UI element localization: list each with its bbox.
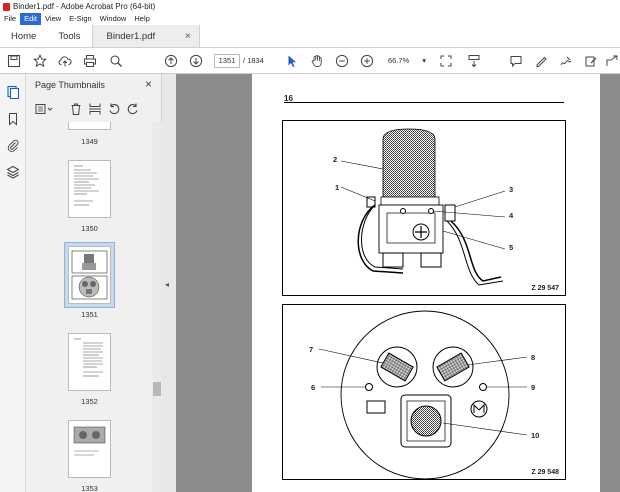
chevron-down-icon: ▾ xyxy=(422,56,426,65)
insert-page-icon[interactable] xyxy=(87,101,103,117)
window-title: Binder1.pdf - Adobe Acrobat Pro (64-bit) xyxy=(13,2,156,11)
collapse-panel-icon[interactable]: ◂ xyxy=(165,280,170,289)
left-navigation-rail xyxy=(0,74,26,492)
tab-home[interactable]: Home xyxy=(11,30,37,42)
document-page-number: 16 xyxy=(284,94,293,103)
callout-1: 1 xyxy=(335,183,340,192)
tab-close-icon[interactable]: × xyxy=(184,30,191,42)
figure-id-label: Z 29 547 xyxy=(531,285,559,292)
thumbnail-page-selected[interactable] xyxy=(68,246,111,304)
save-icon[interactable] xyxy=(6,53,22,69)
thumbnail-label: 1351 xyxy=(81,310,98,319)
fill-and-sign-icon[interactable] xyxy=(583,53,599,69)
zoom-level-value: 66.7% xyxy=(388,56,410,65)
acrobat-app-icon xyxy=(3,2,10,11)
callout-7: 7 xyxy=(309,345,314,354)
valve-top-view-drawing xyxy=(318,310,528,480)
callout-6: 6 xyxy=(311,383,316,392)
main-toolbar: 1351 / 1834 66.7% ▾ xyxy=(0,48,620,74)
menu-esign[interactable]: E-Sign xyxy=(69,14,92,23)
menu-help[interactable]: Help xyxy=(134,14,150,23)
tab-tools[interactable]: Tools xyxy=(58,30,81,42)
thumbnail-page[interactable] xyxy=(68,122,111,130)
thumbnail-label: 1350 xyxy=(81,224,98,233)
document-viewer[interactable]: 16 xyxy=(176,74,620,492)
cloud-upload-icon[interactable] xyxy=(57,53,73,69)
callout-4: 4 xyxy=(509,211,514,220)
callout-3: 3 xyxy=(509,185,514,194)
thumbnail-text-preview xyxy=(74,165,99,206)
sign-icon[interactable] xyxy=(558,53,574,69)
delete-page-icon[interactable] xyxy=(68,101,84,117)
layers-icon[interactable] xyxy=(5,164,21,180)
page-thumbnails-icon[interactable] xyxy=(5,84,21,100)
callout-8: 8 xyxy=(531,353,536,362)
thumbnail-figure-preview xyxy=(71,250,108,300)
highlight-pen-icon[interactable] xyxy=(533,53,549,69)
figure-top: 1 2 3 4 5 Z 29 547 xyxy=(282,120,566,296)
callout-5: 5 xyxy=(509,243,514,252)
thumbnail-options-icon[interactable] xyxy=(35,101,55,117)
menu-bar: File Edit View E-Sign Window Help xyxy=(0,13,620,25)
page-number-input[interactable]: 1351 xyxy=(214,54,240,68)
callout-9: 9 xyxy=(531,383,536,392)
search-icon[interactable] xyxy=(108,53,124,69)
menu-edit[interactable]: Edit xyxy=(20,13,42,25)
thumbnail-label: 1352 xyxy=(81,397,98,406)
tab-bar: Home Tools Binder1.pdf × xyxy=(0,25,620,48)
hand-tool-icon[interactable] xyxy=(309,53,325,69)
zoom-level-select[interactable]: 66.7% ▾ xyxy=(385,54,429,68)
menu-file[interactable]: File xyxy=(4,14,17,23)
zoom-in-icon[interactable] xyxy=(359,53,375,69)
panel-toolbar xyxy=(26,100,162,118)
thumbnail-figure-preview xyxy=(73,426,106,456)
thumbnail-label: 1349 xyxy=(81,137,98,146)
thumbnail-page[interactable] xyxy=(68,420,111,478)
scrollbar-thumb[interactable] xyxy=(153,382,161,396)
page-total: / 1834 xyxy=(243,56,264,65)
thumbnail-scrollbar[interactable] xyxy=(152,122,162,492)
callout-2: 2 xyxy=(333,155,338,164)
bookmark-icon[interactable] xyxy=(5,111,21,127)
menu-view[interactable]: View xyxy=(45,14,62,23)
panel-title: Page Thumbnails xyxy=(35,80,105,90)
attachment-icon[interactable] xyxy=(5,137,21,153)
rotate-left-icon[interactable] xyxy=(106,101,122,117)
thumbnail-label: 1353 xyxy=(81,484,98,492)
select-cursor-icon[interactable] xyxy=(284,53,300,69)
thumbnail-list: 1349 1350 xyxy=(26,122,152,492)
panel-close-icon[interactable]: × xyxy=(144,77,152,91)
figure-id-label: Z 29 548 xyxy=(531,469,559,476)
scroll-mode-icon[interactable] xyxy=(466,53,482,69)
share-icon[interactable] xyxy=(604,53,620,69)
page-thumbnails-panel: Page Thumbnails × 1349 xyxy=(26,74,162,492)
previous-page-icon[interactable] xyxy=(163,53,179,69)
tab-document[interactable]: Binder1.pdf × xyxy=(91,25,200,47)
header-rule xyxy=(284,102,564,103)
next-page-icon[interactable] xyxy=(188,53,204,69)
thumbnail-text-preview xyxy=(74,338,103,377)
comment-icon[interactable] xyxy=(508,53,524,69)
figure-bottom: 7 6 8 9 10 Z 29 548 xyxy=(282,304,566,480)
rotate-right-icon[interactable] xyxy=(125,101,141,117)
thumbnail-page[interactable] xyxy=(68,333,111,391)
filter-assembly-drawing xyxy=(340,128,506,286)
title-bar: Binder1.pdf - Adobe Acrobat Pro (64-bit) xyxy=(0,0,620,13)
thumbnail-page[interactable] xyxy=(68,160,111,218)
star-icon[interactable] xyxy=(32,53,48,69)
tab-document-label: Binder1.pdf xyxy=(106,30,156,42)
fit-page-icon[interactable] xyxy=(438,53,454,69)
zoom-out-icon[interactable] xyxy=(334,53,350,69)
print-icon[interactable] xyxy=(82,53,98,69)
menu-window[interactable]: Window xyxy=(99,14,127,23)
document-page: 16 xyxy=(252,74,600,492)
callout-10: 10 xyxy=(531,431,540,440)
